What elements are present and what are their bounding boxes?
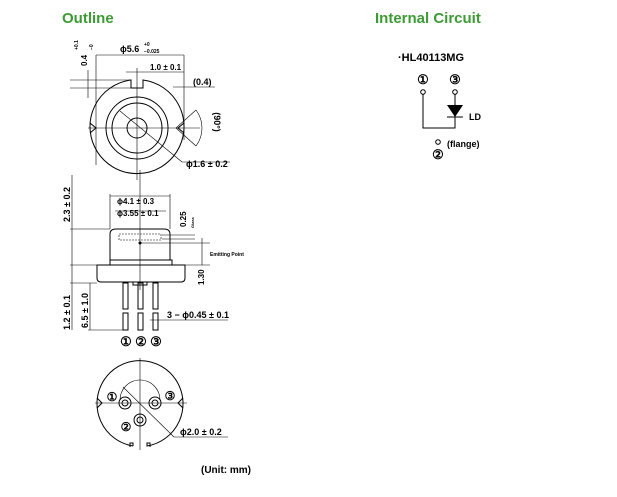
- ld-label: LD: [469, 112, 481, 122]
- emitting-point-label: Emitting Point: [210, 252, 244, 258]
- flange: [96, 264, 186, 283]
- pcd-leader: [122, 386, 175, 438]
- internal-circuit-title: Internal Circuit: [375, 10, 481, 27]
- notch-depth-tolerance-plus: +0.1: [74, 40, 80, 50]
- bottom-pin-1-label: ①: [107, 390, 118, 404]
- internal-circuit: ·HL40113MG ① ③ LD ② (flange): [398, 52, 481, 162]
- pin-2-upper: [137, 282, 144, 310]
- bottom-pin-3: [148, 396, 162, 410]
- laser-diode-symbol: [447, 105, 463, 117]
- pin-2-label: ②: [135, 334, 147, 349]
- glass-window: [118, 233, 162, 241]
- bottom-pin-2-core: [136, 416, 144, 424]
- emit-height-label: 1.30: [197, 269, 206, 285]
- bottom-pin-3-label: ③: [165, 389, 176, 403]
- flange-thickness-label: 1.2 ± 0.1: [62, 295, 72, 330]
- bottom-pin-2: [133, 413, 147, 427]
- cap: [109, 228, 171, 260]
- cap-inner-dia-label: ϕ3.55 ± 0.1: [117, 209, 159, 218]
- pin-1-upper: [122, 282, 129, 310]
- terminal-1: [420, 89, 426, 95]
- window-dia-label: ϕ1.6 ± 0.2: [186, 159, 228, 169]
- pcd-label: ϕ2.0 ± 0.2: [180, 427, 222, 437]
- circuit-pin-3: ③: [449, 72, 461, 87]
- notch-width-label: 1.0 ± 0.1: [150, 63, 182, 72]
- bottom-view: ① ② ③ ϕ2.0 ± 0.2: [95, 358, 228, 450]
- outer-dia-tolerance-minus: −0.025: [144, 49, 160, 55]
- pin-1-lower: [122, 312, 129, 331]
- pins: [122, 282, 159, 331]
- glass-thickness-label: 0.25: [179, 211, 188, 227]
- side-view: ϕ4.1 ± 0.3 ϕ3.55 ± 0.1 0.25 Glass Emitti…: [62, 170, 244, 349]
- base-plate: [109, 259, 173, 266]
- bottom-outline: [96, 360, 184, 447]
- bottom-pin-1: [118, 396, 132, 410]
- window-dia-leader: [119, 110, 183, 163]
- unit-label: (Unit: mm): [201, 465, 251, 476]
- terminal-3: [452, 89, 458, 95]
- cap-dia-label: ϕ4.1 ± 0.3: [117, 197, 155, 206]
- outer-outline: [89, 79, 185, 175]
- angle-dimension: [175, 109, 203, 147]
- bottom-notch: [129, 442, 134, 447]
- circuit-wire: [422, 94, 456, 129]
- pin-2-collar: [132, 281, 148, 286]
- notch-depth-tolerance-minus: −0: [89, 44, 95, 50]
- outer-dia-label: ϕ5.6: [120, 44, 139, 54]
- pin-3-upper: [152, 282, 159, 310]
- pin-1-label: ①: [120, 334, 132, 349]
- circuit-pin-2: ②: [432, 147, 444, 162]
- bottom-pin-2-label: ②: [121, 420, 132, 434]
- pin-3-label: ③: [150, 334, 162, 349]
- angle-label: (90°): [212, 112, 222, 132]
- offset-label: (0.4): [193, 77, 212, 87]
- bottom-pin-1-core: [121, 399, 129, 407]
- pin-length-label: 6.5 ± 1.0: [80, 293, 90, 328]
- flange-label: (flange): [447, 139, 480, 149]
- total-height-label: 2.3 ± 0.2: [62, 187, 72, 222]
- notch-depth-label: 0.4: [80, 54, 89, 66]
- outer-dia-tolerance-plus: +0: [144, 42, 150, 48]
- pin-2-lower: [137, 312, 144, 331]
- terminal-2: [435, 139, 441, 145]
- pin-3-lower: [152, 312, 159, 331]
- bottom-pin-3-core: [151, 399, 159, 407]
- outline-title: Outline: [62, 10, 114, 27]
- top-view: ϕ5.6 +0 −0.025 1.0 ± 0.1 (0.4) (90°) ϕ1.…: [70, 40, 230, 180]
- pin-dia-label: 3 − ϕ0.45 ± 0.1: [167, 310, 229, 320]
- part-number: ·HL40113MG: [398, 52, 464, 64]
- glass-label: Glass: [190, 216, 195, 228]
- circuit-pin-1: ①: [417, 72, 429, 87]
